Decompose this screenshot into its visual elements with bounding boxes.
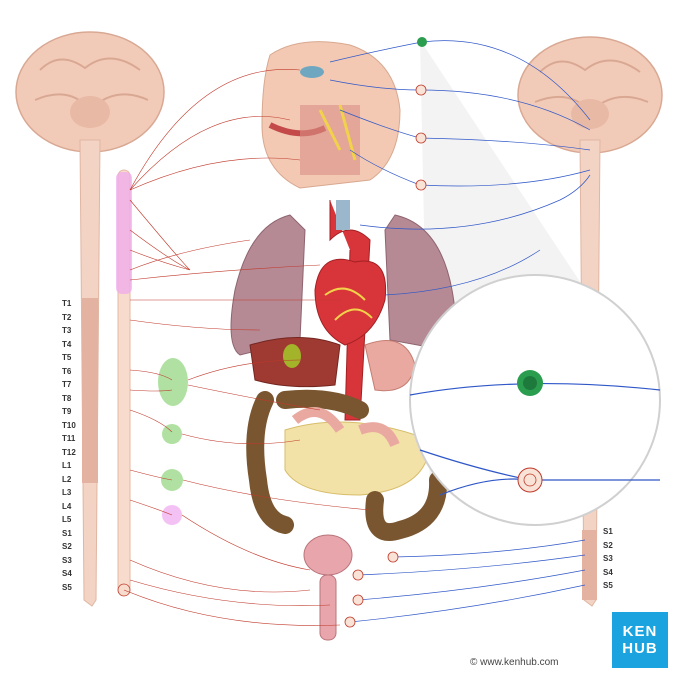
spinal-label-t11: T11 (62, 434, 76, 443)
small-intestine (291, 407, 400, 448)
credit-text: © www.kenhub.com (470, 657, 559, 668)
spinal-label-t4: T4 (62, 339, 72, 349)
spinal-label-right-s5: S5 (603, 581, 613, 590)
thoracolumbar-segment (82, 298, 98, 483)
bladder (303, 534, 353, 576)
colon (246, 389, 369, 534)
sacral-segment-right (582, 530, 597, 600)
spinal-label-l5: L5 (62, 515, 72, 524)
spinal-label-t6: T6 (62, 366, 72, 376)
spinal-label-s3: S3 (62, 555, 72, 565)
spinal-label-l2: L2 (62, 474, 72, 484)
kenhub-logo[interactable]: KEN HUB (612, 612, 668, 668)
superior-mesenteric-ganglion (162, 424, 182, 444)
spinal-label-t7: T7 (62, 380, 72, 389)
trachea (336, 200, 350, 230)
spinal-label-l3: L3 (62, 488, 72, 497)
brain-right (517, 36, 663, 154)
logo-line1: KEN (622, 623, 658, 640)
spinal-label-t9: T9 (62, 407, 72, 416)
ciliary-ganglion (417, 37, 427, 47)
spinal-label-t1: T1 (62, 299, 72, 308)
pterygopalatine-ganglion (415, 84, 427, 96)
spinal-label-right-s2: S2 (603, 540, 613, 550)
mesentery (284, 421, 431, 496)
spinal-label-t12: T12 (62, 447, 76, 457)
spinal-label-right-s1: S1 (603, 527, 613, 536)
spinal-label-s2: S2 (62, 542, 72, 551)
celiac-ganglion (158, 358, 188, 406)
spinal-label-l4: L4 (62, 501, 72, 511)
spinal-label-s4: S4 (62, 569, 72, 578)
pelvic-ganglion-1 (387, 551, 399, 563)
pelvic-ganglion-4 (344, 616, 356, 628)
spinal-label-l1: L1 (62, 461, 72, 470)
brain-left (15, 31, 165, 153)
spinal-label-t8: T8 (62, 393, 72, 403)
magnifier (409, 274, 661, 526)
sympathetic-fibers (123, 68, 371, 626)
pelvic-ganglion-3 (352, 594, 364, 606)
spinal-label-t5: T5 (62, 353, 72, 362)
sympathetic-chain (116, 169, 132, 597)
spinal-label-t2: T2 (62, 312, 72, 322)
logo-line2: HUB (622, 640, 658, 657)
spinal-label-right-s4: S4 (603, 567, 613, 577)
spinal-label-t3: T3 (62, 326, 72, 335)
stomach (364, 340, 416, 392)
colon-descending (365, 471, 448, 541)
parasympathetic-fibers (329, 40, 591, 623)
pelvic-ganglion-2 (352, 569, 364, 581)
spinal-label-s1: S1 (62, 528, 72, 538)
spinal-label-s5: S5 (62, 582, 72, 592)
gallbladder (283, 344, 301, 368)
spinal-label-right-s3: S3 (603, 554, 613, 563)
lung-left (230, 214, 306, 356)
submandibular-ganglion (415, 132, 427, 144)
urethra (319, 574, 337, 641)
otic-ganglion (415, 179, 427, 191)
face-illustration (261, 41, 401, 189)
spinal-label-t10: T10 (62, 420, 76, 430)
heart (314, 258, 387, 346)
